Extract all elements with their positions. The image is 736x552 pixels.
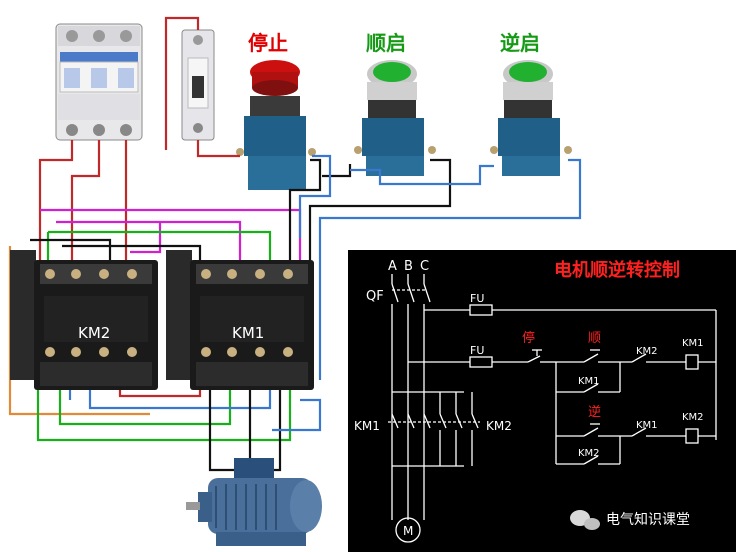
forward-button-label: 顺启 (366, 31, 406, 55)
contactor-km2 (10, 250, 158, 390)
phase-c-label: C (420, 259, 429, 274)
schematic-lines (388, 274, 717, 543)
qf-label: QF (366, 289, 384, 304)
km2-coil-label: KM2 (682, 412, 704, 423)
stop-button-label: 停止 (248, 31, 288, 55)
reverse-button-label: 逆启 (500, 31, 540, 55)
schematic-panel: 电机顺逆转控制 A B C QF (348, 250, 736, 552)
forward-start-pushbutton (354, 60, 436, 176)
motor (186, 458, 322, 546)
three-pole-breaker (55, 23, 143, 141)
km1-main-label: KM1 (354, 419, 380, 433)
km2-main-label: KM2 (486, 419, 512, 433)
phase-a-label: A (388, 259, 397, 274)
stop-pushbutton (236, 60, 316, 190)
stop-symbol-label: 停 (522, 330, 535, 346)
reverse-symbol-label: 逆 (588, 404, 601, 420)
schematic-title: 电机顺逆转控制 (554, 259, 680, 281)
km1-interlock-label: KM1 (636, 420, 658, 431)
motor-symbol-label: M (403, 524, 413, 538)
km2-aux-label: KM2 (578, 448, 600, 459)
wechat-icon (570, 510, 600, 530)
km1-aux-label: KM1 (578, 376, 600, 387)
single-pole-breaker (181, 29, 215, 141)
schematic-background (348, 250, 736, 552)
watermark-text: 电气知识课堂 (606, 511, 690, 528)
phase-b-label: B (404, 259, 413, 274)
km1-label: KM1 (232, 324, 264, 342)
contactor-km1 (166, 250, 314, 390)
forward-symbol-label: 顺 (588, 331, 601, 346)
km2-label: KM2 (78, 324, 110, 342)
control-wires (8, 16, 582, 472)
reverse-start-pushbutton (490, 60, 572, 176)
km1-coil-label: KM1 (682, 338, 704, 349)
km2-interlock-label: KM2 (636, 346, 658, 357)
fu-top-label: FU (470, 292, 484, 305)
fu-mid-label: FU (470, 344, 484, 357)
